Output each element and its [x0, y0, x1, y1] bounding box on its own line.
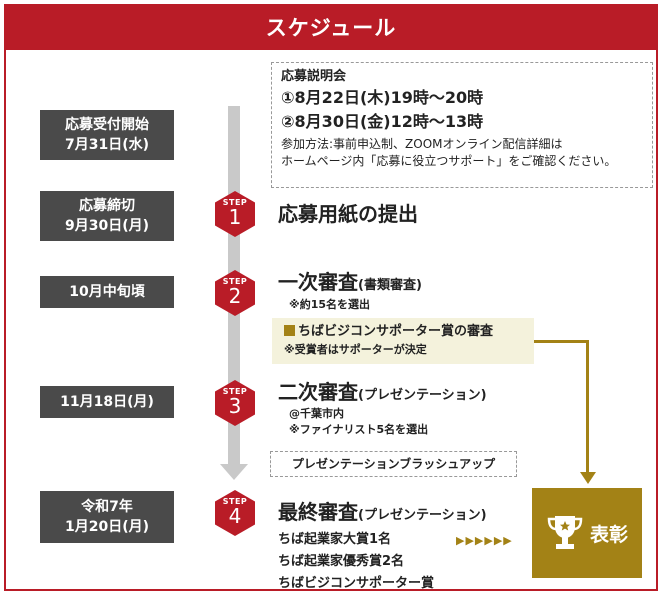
schedule-panel: スケジュール 応募説明会 ①8月22日(木)19時〜20時 ②8月30日(金)1…: [4, 4, 658, 591]
step-4-title: 最終審査: [278, 500, 358, 524]
step-4-badge: STEP 4: [215, 490, 255, 536]
step-2-heading: 一次審査(書類審査): [278, 270, 422, 298]
date-final-era: 令和7年: [81, 499, 133, 515]
award-item-grand: ちば起業家大賞1名: [278, 532, 392, 547]
date-step2: 10月中旬頃: [40, 276, 174, 308]
step-4-number: 4: [228, 504, 242, 528]
step-2-subtitle: (書類審査): [358, 278, 422, 293]
step-2-number: 2: [228, 284, 242, 308]
step-3-venue: @千葉市内: [289, 407, 344, 420]
step-2-badge: STEP 2: [215, 270, 255, 316]
step-2-label: STEP: [222, 277, 248, 286]
step-2-note: ※約15名を選出: [289, 298, 371, 311]
briefing-heading: 応募説明会: [281, 69, 347, 84]
connector-line-vertical: [586, 340, 589, 474]
step-1-badge: STEP 1: [215, 191, 255, 237]
step-3-badge: STEP 3: [215, 380, 255, 426]
step-3-subtitle: (プレゼンテーション): [358, 388, 487, 403]
date-step2-text: 10月中旬頃: [69, 284, 145, 300]
step-3-number: 3: [228, 394, 242, 418]
supporter-review-title: ちばビジコンサポーター賞の審査: [298, 324, 494, 339]
connector-arrow-icon: [580, 472, 596, 484]
date-final-date: 1月20日(月): [64, 519, 150, 535]
brushup-box: プレゼンテーションブラッシュアップ: [270, 451, 517, 477]
arrow-triangles-icon: ▶▶▶▶▶▶: [456, 534, 513, 547]
briefing-note: 参加方法:事前申込制、ZOOMオンライン配信詳細は ホームページ内「応募に役立つ…: [281, 136, 643, 170]
trophy-icon: [547, 516, 583, 549]
step-3-heading: 二次審査(プレゼンテーション): [278, 380, 487, 408]
step-4-label: STEP: [222, 497, 248, 506]
briefing-note-line-1: 参加方法:事前申込制、ZOOMオンライン配信詳細は: [281, 137, 563, 151]
award-label: 表彰: [589, 523, 628, 546]
step-3-title: 二次審査: [278, 380, 358, 404]
supporter-review-note: ※受賞者はサポーターが決定: [284, 343, 427, 356]
square-bullet-icon: [284, 325, 295, 336]
date-deadline: 応募締切 9月30日(月): [40, 191, 174, 241]
connector-line-horizontal: [534, 340, 588, 343]
award-item-supporter: ちばビジコンサポーター賞: [278, 576, 435, 591]
step-2-title: 一次審査: [278, 270, 358, 294]
step-1-title: 応募用紙の提出: [278, 202, 418, 226]
step-4-subtitle: (プレゼンテーション): [358, 508, 487, 523]
date-step3: 11月18日(月): [40, 386, 174, 418]
briefing-session-1: ①8月22日(木)19時〜20時: [281, 88, 484, 107]
step-4-heading: 最終審査(プレゼンテーション): [278, 500, 487, 528]
step-3-label: STEP: [222, 387, 248, 396]
briefing-note-line-2: ホームページ内「応募に役立つサポート」をご確認ください。: [281, 154, 617, 168]
briefing-session-2: ②8月30日(金)12時〜13時: [281, 112, 484, 131]
date-final: 令和7年 1月20日(月): [40, 491, 174, 543]
date-deadline-date: 9月30日(月): [64, 218, 150, 234]
briefing-box: 応募説明会 ①8月22日(木)19時〜20時 ②8月30日(金)12時〜13時 …: [271, 62, 653, 188]
date-deadline-label: 応募締切: [79, 198, 135, 214]
award-list: ちば起業家大賞1名 ちば起業家優秀賞2名 ちばビジコンサポーター賞: [278, 529, 435, 591]
timeline-arrow-icon: [220, 464, 248, 480]
step-1-label: STEP: [222, 198, 248, 207]
step-3-note: ※ファイナリスト5名を選出: [289, 423, 429, 436]
award-item-excellence: ちば起業家優秀賞2名: [278, 554, 405, 569]
date-entry-open-date: 7月31日(水): [64, 137, 150, 153]
supporter-review-box: ちばビジコンサポーター賞の審査 ※受賞者はサポーターが決定: [272, 318, 534, 364]
step-1-number: 1: [228, 205, 242, 229]
date-entry-open: 応募受付開始 7月31日(水): [40, 110, 174, 160]
date-entry-open-label: 応募受付開始: [65, 117, 149, 133]
date-step3-text: 11月18日(月): [60, 394, 154, 410]
award-box: 表彰: [532, 488, 642, 578]
section-title: スケジュール: [6, 6, 656, 50]
